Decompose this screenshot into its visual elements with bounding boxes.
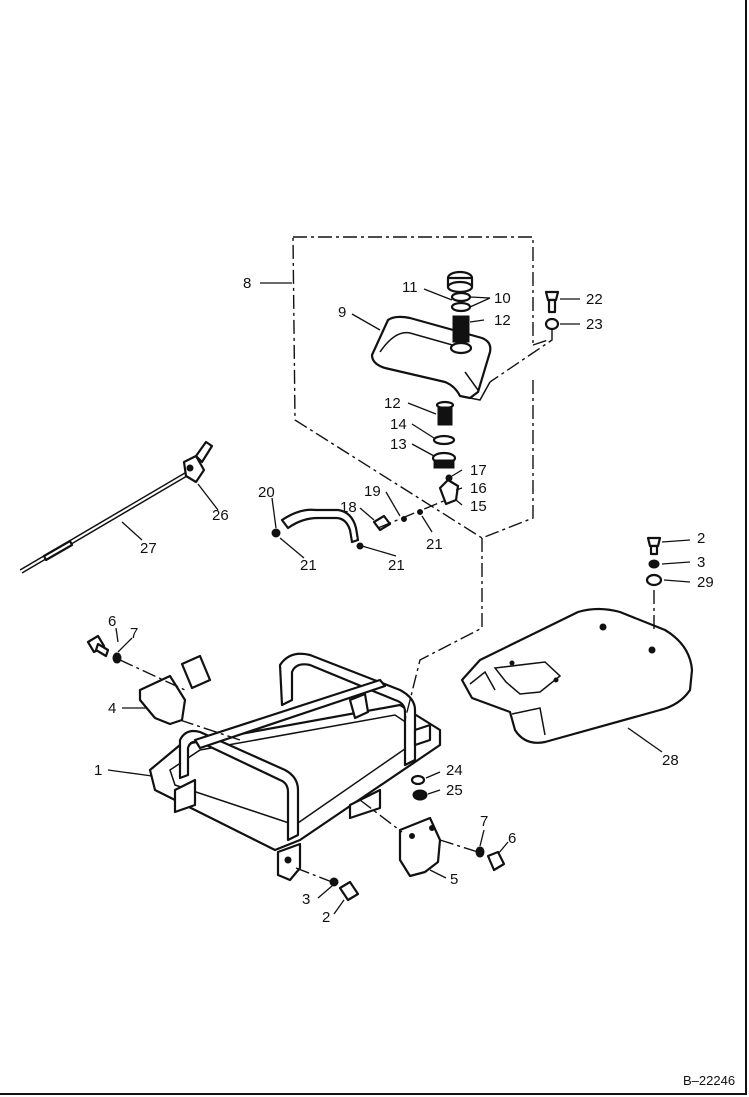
clamp-19 bbox=[401, 516, 407, 522]
callout-27: 27 bbox=[140, 540, 157, 557]
callout-8: 8 bbox=[243, 275, 251, 292]
callout-10: 10 bbox=[494, 290, 511, 307]
washer-7-lower bbox=[475, 846, 485, 858]
seat-pan-cover bbox=[460, 607, 694, 744]
callout-4: 4 bbox=[108, 700, 116, 717]
throttle-lever bbox=[182, 440, 214, 484]
callout-16: 16 bbox=[470, 480, 487, 497]
cap-seal bbox=[450, 301, 472, 313]
callout-23: 23 bbox=[586, 316, 603, 333]
leader-lines bbox=[107, 282, 691, 915]
callout-3: 3 bbox=[302, 891, 310, 908]
hose-clamp-21a bbox=[271, 528, 281, 538]
fuel-hose bbox=[280, 508, 360, 544]
washer-3-lower bbox=[329, 877, 339, 887]
callout-28: 28 bbox=[662, 752, 679, 769]
callout-1: 1 bbox=[94, 762, 102, 779]
filler-strainer bbox=[449, 315, 473, 355]
washer-14 bbox=[432, 434, 456, 446]
callout-17: 17 bbox=[470, 462, 487, 479]
callout-12: 12 bbox=[494, 312, 511, 329]
callout-14: 14 bbox=[390, 416, 407, 433]
callout-26: 26 bbox=[212, 507, 229, 524]
callout-5: 5 bbox=[450, 871, 458, 888]
callout-2: 2 bbox=[322, 909, 330, 926]
cap-gasket bbox=[450, 291, 472, 303]
callout-24: 24 bbox=[446, 762, 463, 779]
callout-9: 9 bbox=[338, 304, 346, 321]
callout-21: 21 bbox=[388, 557, 405, 574]
cable-sleeve bbox=[42, 539, 74, 562]
washer-7-upper bbox=[112, 652, 122, 664]
callout-labels: 1 2 2 3 3 4 5 6 6 7 7 8 9 10 11 12 12 13… bbox=[94, 275, 714, 926]
callout-2: 2 bbox=[697, 530, 705, 547]
valve-body-13 bbox=[431, 451, 457, 469]
fitting-18 bbox=[372, 514, 392, 532]
washer-23 bbox=[544, 317, 560, 331]
callout-7: 7 bbox=[130, 625, 138, 642]
callout-20: 20 bbox=[258, 484, 275, 501]
bolt-path-22 bbox=[489, 330, 553, 383]
callout-6: 6 bbox=[508, 830, 516, 847]
callout-7: 7 bbox=[480, 813, 488, 830]
callout-22: 22 bbox=[586, 291, 603, 308]
bolt-2-lower bbox=[338, 880, 360, 902]
callout-6: 6 bbox=[108, 613, 116, 630]
callout-3: 3 bbox=[697, 554, 705, 571]
filler-cap bbox=[446, 270, 474, 294]
drawing-number: B–22246 bbox=[683, 1073, 735, 1088]
hose-path bbox=[377, 499, 447, 529]
washer-24 bbox=[410, 774, 426, 786]
callout-21: 21 bbox=[426, 536, 443, 553]
side-bracket-left bbox=[138, 674, 187, 726]
tank-outlet-fitting bbox=[435, 400, 455, 426]
washer-3-right bbox=[648, 559, 660, 569]
callout-13: 13 bbox=[390, 436, 407, 453]
fuel-tank bbox=[370, 315, 492, 401]
tank-assembly-boundary bbox=[292, 236, 549, 539]
nut-25 bbox=[412, 789, 428, 801]
bolt-6-upper bbox=[86, 634, 110, 658]
callout-19: 19 bbox=[364, 483, 381, 500]
bolt-22 bbox=[544, 290, 560, 314]
washer-29 bbox=[645, 573, 663, 587]
callout-11: 11 bbox=[402, 279, 418, 296]
callout-12: 12 bbox=[384, 395, 401, 412]
mount-path bbox=[404, 538, 483, 721]
bracket-15-16-17 bbox=[438, 474, 460, 506]
clamp-21c bbox=[417, 509, 423, 515]
seat-frame bbox=[148, 652, 442, 882]
callout-29: 29 bbox=[697, 574, 714, 591]
callout-25: 25 bbox=[446, 782, 463, 799]
callout-18: 18 bbox=[340, 499, 357, 516]
callout-15: 15 bbox=[470, 498, 487, 515]
bolt-6-lower bbox=[486, 850, 506, 872]
bolt-2-right bbox=[646, 536, 662, 556]
callout-21: 21 bbox=[300, 557, 317, 574]
side-bracket-left-tab bbox=[180, 654, 212, 690]
side-bracket-right bbox=[398, 816, 442, 878]
